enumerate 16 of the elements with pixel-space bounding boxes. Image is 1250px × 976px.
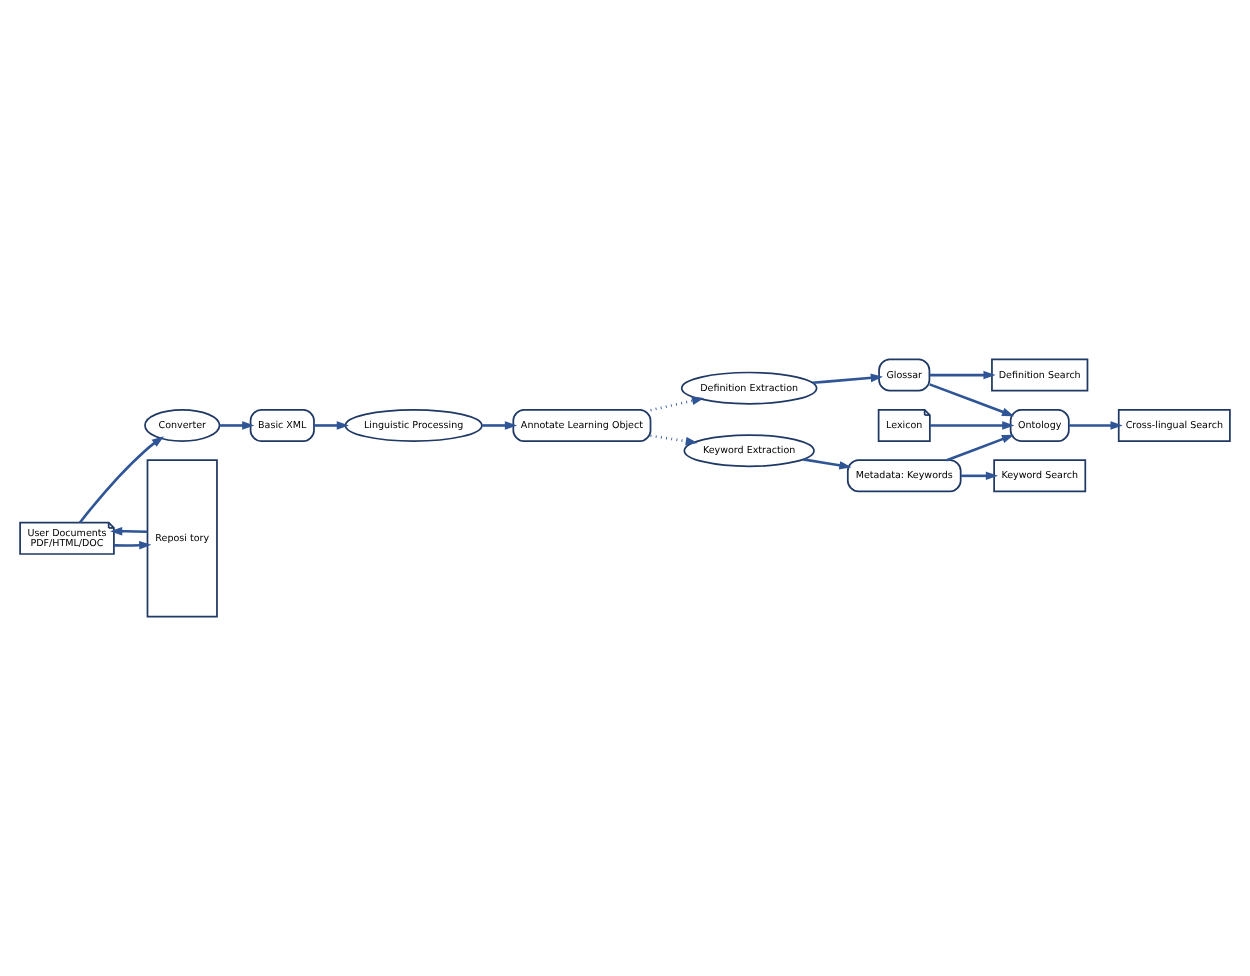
arrow	[929, 383, 1015, 417]
arrow	[812, 373, 883, 385]
arrow	[929, 370, 996, 380]
arrow	[219, 421, 255, 430]
arrow	[961, 471, 999, 481]
arrow	[482, 421, 518, 430]
arrow	[1069, 421, 1123, 430]
arrow	[650, 396, 705, 412]
arrow	[929, 421, 1015, 430]
arrow	[803, 458, 852, 470]
arrow	[314, 421, 349, 430]
arrow	[78, 436, 164, 524]
arrow	[946, 434, 1015, 462]
arrow	[114, 541, 152, 550]
arrow	[110, 526, 148, 536]
arrow	[650, 434, 698, 446]
